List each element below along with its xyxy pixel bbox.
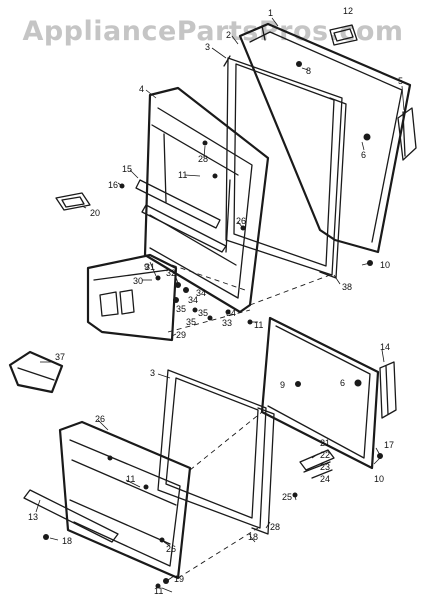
callout-2: 2 (226, 30, 231, 40)
part-fresh-food-outer-door (260, 316, 380, 470)
callout-18-bottom: 18 (248, 532, 258, 542)
callout-11-mid: 11 (254, 320, 263, 330)
callout-26-top: 26 (236, 216, 246, 226)
callout-11-foot: 11 (154, 586, 163, 596)
callout-34: 34 (196, 288, 206, 298)
part-14-door-handle (379, 361, 397, 419)
callout-25: 25 (282, 492, 292, 502)
callout-35-b: 35 (198, 308, 208, 318)
part-2-3-door-gasket (223, 55, 343, 276)
callout-3-top: 3 (205, 42, 210, 52)
callout-23: 23 (320, 462, 330, 472)
callout-21: 21 (320, 438, 330, 448)
callout-17: 17 (384, 440, 394, 450)
callout-37: 37 (55, 352, 65, 362)
callout-33: 33 (222, 318, 232, 328)
callout-38: 38 (342, 282, 352, 292)
callout-31: 31 (145, 262, 155, 272)
callout-labels: 1 2 3 4 5 6 8 9 10 11 12 13 14 15 16 17 … (28, 6, 403, 584)
callout-26-foot: 26 (166, 544, 176, 554)
leader-lines (35, 17, 405, 593)
part-37-door-bin (8, 350, 64, 394)
callout-15: 15 (122, 164, 132, 174)
callout-8: 8 (306, 66, 311, 76)
fasteners-fresh-food (43, 379, 383, 589)
callout-13: 13 (28, 512, 38, 522)
projection-line (249, 274, 331, 306)
callout-16: 16 (108, 180, 118, 190)
part-5-door-handle (397, 107, 417, 161)
callout-9: 9 (144, 262, 149, 272)
callout-19: 19 (174, 574, 184, 584)
callout-34-c: 34 (226, 308, 236, 318)
callout-34-b: 34 (188, 295, 198, 305)
callout-6-bottom: 6 (340, 378, 345, 388)
projection-line (177, 527, 259, 579)
part-21-24-hinge-assembly (299, 449, 335, 479)
callout-26-bottom: 26 (95, 414, 105, 424)
callout-28: 28 (270, 522, 280, 532)
callout-32: 32 (166, 268, 176, 278)
callout-29: 29 (176, 330, 186, 340)
part-12-handle-cap (329, 24, 358, 46)
callout-18: 18 (62, 536, 72, 546)
part-1-freezer-outer-door (238, 22, 412, 254)
callout-11-top: 11 (178, 170, 187, 180)
projection-line (171, 264, 246, 291)
callout-14: 14 (380, 342, 390, 352)
callout-3-bottom: 3 (150, 368, 155, 378)
part-13-door-shelf-bar (23, 489, 119, 543)
part-4-freezer-inner-liner (143, 86, 270, 314)
callout-10-top: 10 (380, 260, 390, 270)
callout-30: 30 (133, 276, 143, 286)
callout-35: 35 (176, 304, 186, 314)
part-28-breaker-strip (251, 407, 275, 535)
part-15-door-shelf-bar (135, 179, 227, 253)
callout-4: 4 (139, 84, 144, 94)
callout-9-bottom: 9 (280, 380, 285, 390)
callout-20: 20 (90, 208, 100, 218)
projection-line (189, 411, 263, 471)
callout-11-bottom: 11 (126, 474, 135, 484)
part-fresh-food-inner-liner (58, 420, 192, 580)
callout-10-bottom: 10 (374, 474, 384, 484)
part-3-fresh-food-gasket (157, 369, 267, 529)
callout-22: 22 (320, 450, 330, 460)
callout-1: 1 (268, 8, 273, 18)
callout-5: 5 (398, 76, 403, 86)
callout-labels-repeat: 3 6 10 11 11 11 9 18 26 26 28 34 35 35 3… (95, 154, 384, 596)
part-38-breaker-strip (319, 97, 347, 279)
callout-35-c: 35 (186, 317, 196, 327)
part-29-lower-compartment (86, 253, 178, 342)
callout-12: 12 (343, 6, 353, 16)
part-20-dairy-cover (55, 192, 91, 211)
callout-6-top: 6 (361, 150, 366, 160)
callout-28-top: 28 (198, 154, 208, 164)
callout-24: 24 (320, 474, 330, 484)
